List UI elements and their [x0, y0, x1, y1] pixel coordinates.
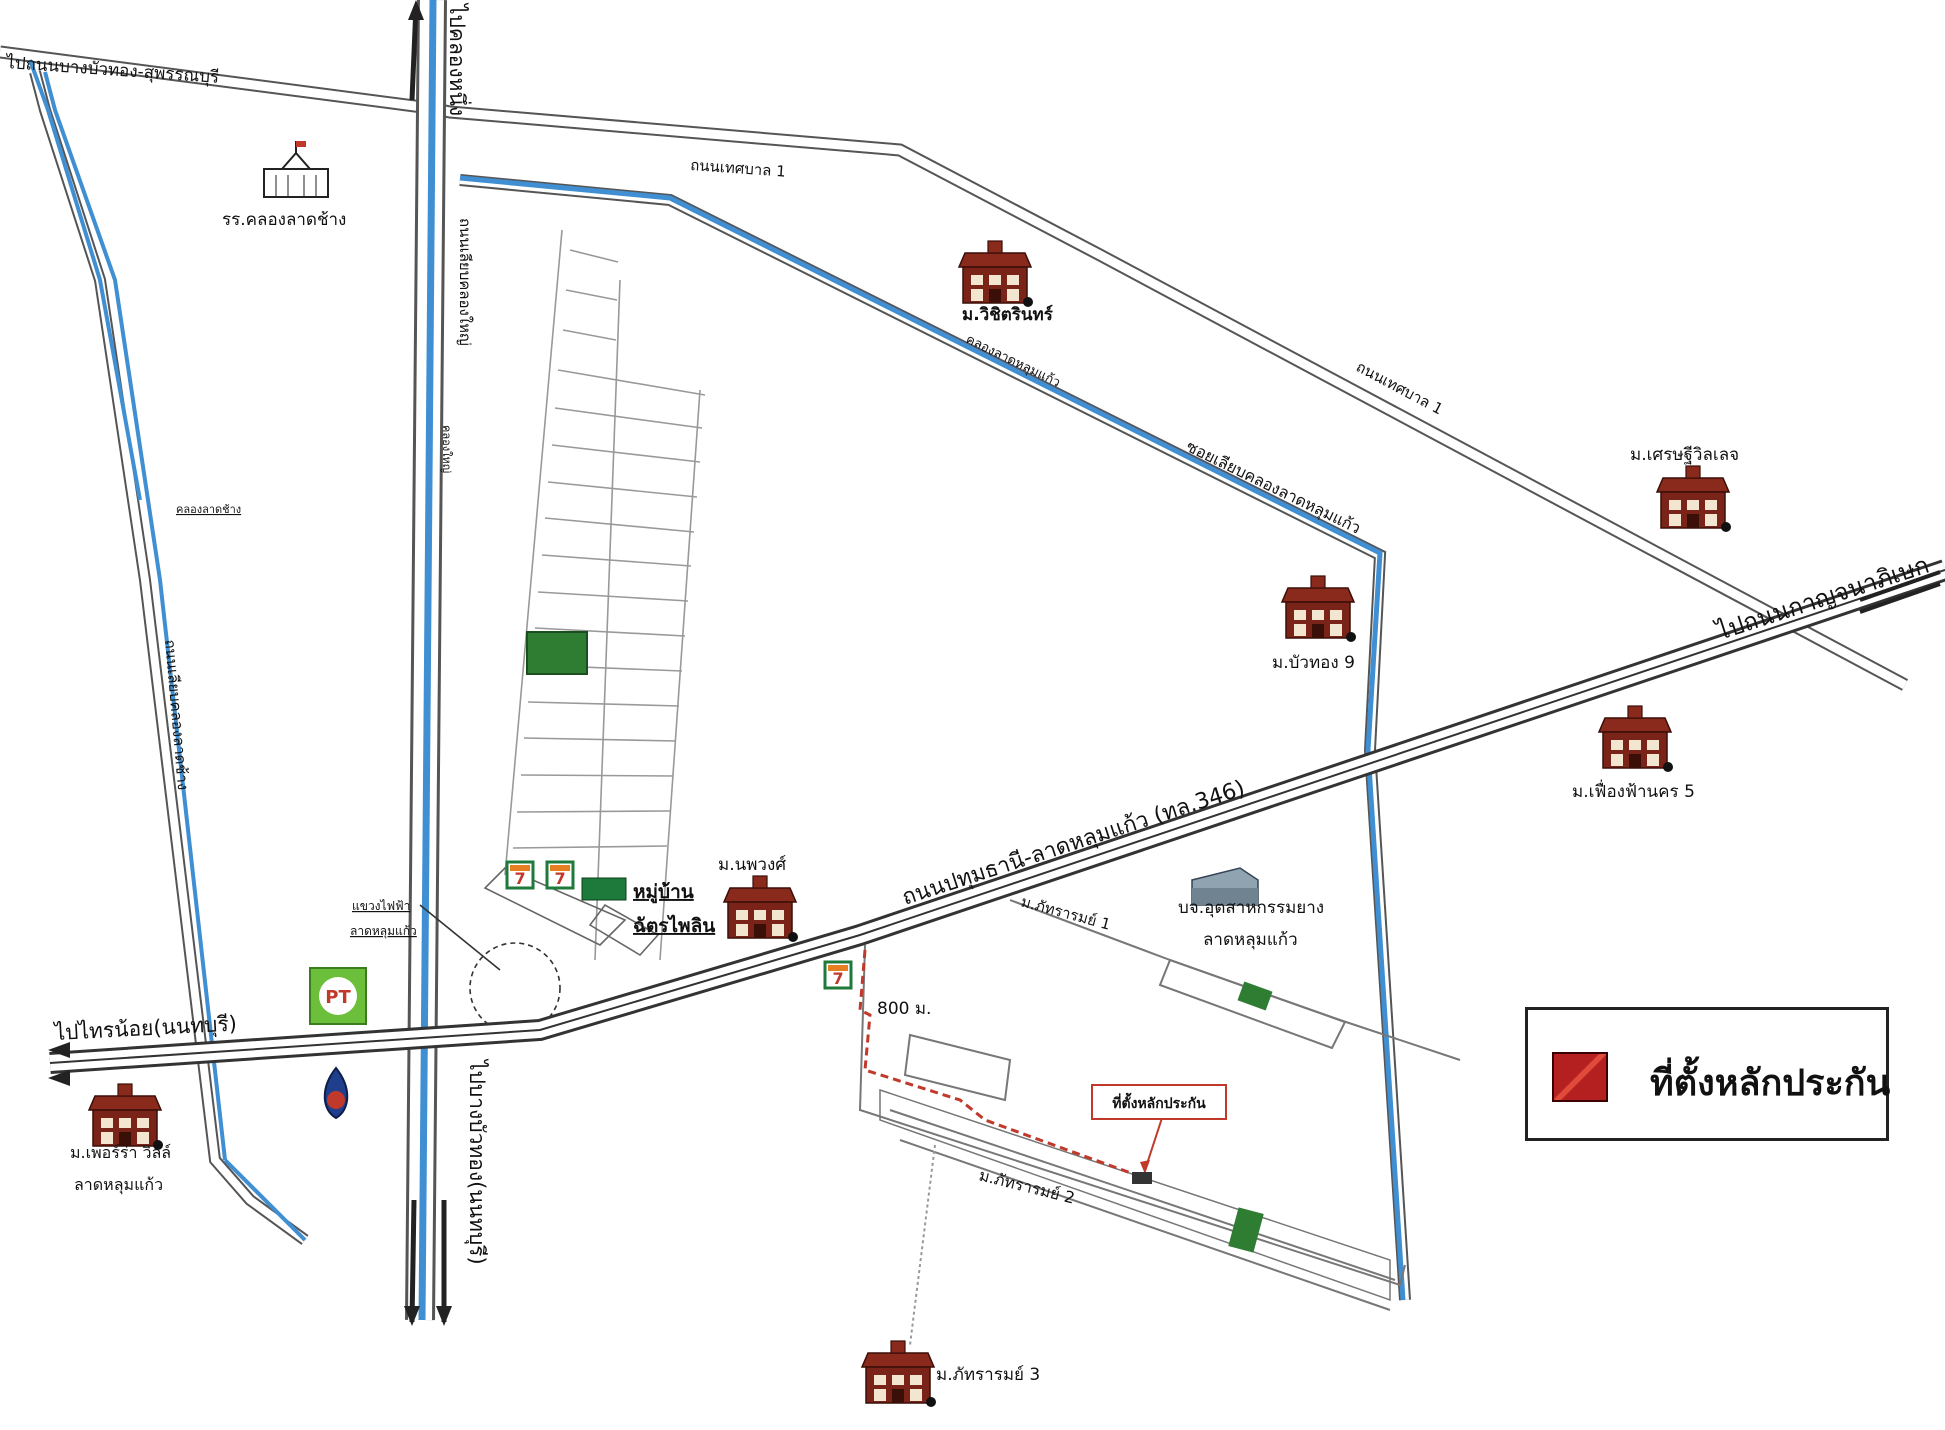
road-thetsaban-1: [0, 45, 1909, 691]
house-icon-fueang-fa-nakhon-5: [1598, 705, 1674, 773]
label-naphawong: ม.นพวงศ์: [718, 855, 786, 875]
label-fueang-fa-nakhon-5: ม.เฟื่องฟ้านคร 5: [1572, 779, 1695, 802]
label-phattharam-3: ม.ภัทรารมย์ 3: [936, 1365, 1040, 1385]
svg-text:PT: PT: [325, 987, 351, 1008]
electricity-office-roads: [419, 867, 660, 1034]
label-klong-lat-chang: คลองลาดช้าง: [176, 503, 241, 516]
park-phattharam-2: [1228, 1207, 1264, 1253]
legend-swatch: [1552, 1052, 1608, 1102]
gas-station-icon: [323, 1066, 349, 1120]
label-setthi-village: ม.เศรษฐีวิลเลจ: [1630, 445, 1739, 465]
house-icon-buathong-9: [1281, 575, 1357, 643]
house-icon-wichit-rin: [958, 240, 1034, 308]
label-rubber-co-2: ลาดหลุมแก้ว: [1203, 930, 1298, 950]
canal-lat-lum-kaeo: [459, 174, 1411, 1301]
house-icon-naphawong: [723, 875, 799, 943]
label-rubber-co-1: บจ.อุตสาหกรรมยาง: [1178, 898, 1324, 918]
label-collateral-tag: ที่ตั้งหลักประกัน: [1112, 1092, 1206, 1112]
seven-eleven-icon-1: [505, 860, 535, 890]
label-moo-ban: หมู่บ้าน: [633, 881, 694, 904]
arrows-east: [1859, 570, 1941, 614]
park-phattharam-1: [1237, 981, 1273, 1011]
legend: ที่ตั้งหลักประกัน: [1525, 1007, 1891, 1141]
collateral-tag: ที่ตั้งหลักประกัน: [1091, 1084, 1227, 1120]
label-phoenix-2: ลาดหลุมแก้ว: [74, 1175, 163, 1195]
seven-eleven-icon-3: [823, 960, 853, 990]
arrows-south: [404, 1199, 452, 1326]
house-icon-setthi-village: [1656, 465, 1732, 533]
label-school: รร.คลองลาดช้าง: [222, 210, 346, 230]
road-346: [49, 559, 1945, 1074]
canal-lat-chang: [28, 59, 309, 1245]
label-to-bangbuathong-nonthaburi: ไปบางบัวทอง(นนทบุรี): [464, 1058, 489, 1265]
label-electricity-office-1: แขวงไฟฟ้า: [352, 899, 410, 913]
label-road-klong-yai: ถนนเลียบคลองใหญ่: [456, 218, 474, 346]
seven-eleven-icon-2: [545, 860, 575, 890]
label-buathong-9: ม.บัวทอง 9: [1272, 653, 1355, 673]
label-thetsaban-1-a: ถนนเทศบาล 1: [690, 156, 787, 181]
label-chat-phai-din: ฉัตรไพลิน: [633, 914, 715, 937]
road-phattharam-3: [909, 1144, 936, 1346]
road-phattharam-2: [858, 944, 1406, 1311]
village-grid-chat-phai-din: [504, 229, 706, 961]
house-icon-phattharam-3: [861, 1340, 937, 1408]
route-800m: [858, 949, 1151, 1182]
pt-station-icon: PT: [309, 967, 367, 1025]
label-soi-along-klong: ซอยเลียบคลองลาดหลุมแก้ว: [1183, 437, 1364, 539]
label-phattharam-1: ม.ภัทรารมย์ 1: [1019, 892, 1112, 933]
arrows-west: [48, 1042, 70, 1086]
label-wichit-rin: ม.วิชิตรินทร์: [962, 304, 1054, 325]
label-distance: 800 ม.: [877, 999, 931, 1019]
label-to-khlong-nueng: ไปคลองหนึ่ง: [445, 2, 472, 116]
label-phoenix-1: ม.เพอร์ร่า วิลล์: [70, 1143, 171, 1162]
arrow-north: [408, 0, 424, 101]
factory-icon: [1191, 867, 1259, 906]
village-park: [526, 631, 588, 675]
label-klong-yai: คลองใหญ่: [440, 425, 453, 473]
school-icon: [263, 141, 329, 198]
village-sign: [581, 877, 627, 901]
collateral-marker: [1132, 1117, 1163, 1184]
label-electricity-office-2: ลาดหลุมแก้ว: [350, 924, 417, 939]
label-klong-lat-lum-kaeo: คลองลาดหลุมแก้ว: [963, 332, 1062, 391]
canal-klong-yai: [405, 0, 447, 1321]
legend-label: ที่ตั้งหลักประกัน: [1650, 1063, 1891, 1104]
house-icon-phoenix: [88, 1083, 164, 1151]
